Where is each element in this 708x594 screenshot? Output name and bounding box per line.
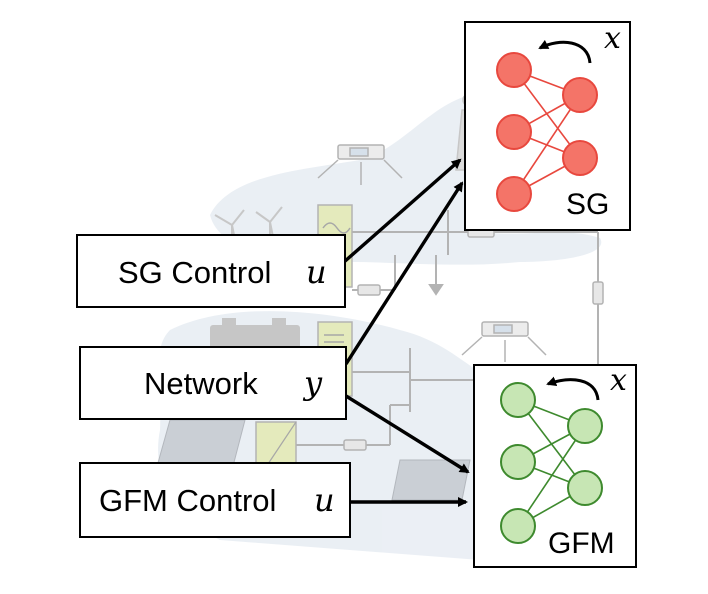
controller-icon-top bbox=[317, 144, 403, 185]
sg-model-label: SG bbox=[566, 188, 609, 221]
sg-node bbox=[496, 176, 532, 212]
gfm-recurrent-arrow bbox=[546, 376, 600, 401]
sg-recurrent-arrow bbox=[538, 39, 592, 64]
gfm-node bbox=[567, 408, 603, 444]
gfm-node bbox=[500, 444, 536, 480]
gfm-model-label: GFM bbox=[548, 527, 615, 560]
sg-node bbox=[496, 52, 532, 88]
network-symbol: y bbox=[302, 364, 323, 402]
sg-node bbox=[562, 77, 598, 113]
arrows bbox=[342, 158, 470, 507]
gfm-state-symbol: x bbox=[610, 363, 627, 398]
input-box-gfm-control: GFM Control u bbox=[79, 462, 351, 538]
gfm-node bbox=[500, 382, 536, 418]
gfm-control-label: GFM Control bbox=[99, 483, 276, 518]
gfm-node bbox=[500, 508, 536, 544]
input-box-network: Network y bbox=[79, 346, 347, 420]
network-label: Network bbox=[144, 366, 258, 401]
sg-state-symbol: x bbox=[604, 21, 621, 56]
model-box-sg: x SG bbox=[464, 21, 631, 231]
sg-control-label: SG Control bbox=[118, 255, 271, 290]
sg-control-symbol: u bbox=[306, 253, 327, 291]
gfm-network-nodes bbox=[500, 382, 603, 544]
gfm-node bbox=[567, 470, 603, 506]
sg-network-nodes bbox=[496, 52, 598, 212]
sg-node bbox=[562, 140, 598, 176]
arrow-network-to-gfm bbox=[345, 394, 470, 474]
background-blob-top bbox=[210, 95, 602, 265]
arrow-sg-control-to-sg bbox=[342, 158, 462, 264]
line-impedances bbox=[343, 226, 604, 451]
model-box-gfm: x GFM bbox=[473, 363, 637, 568]
sg-node bbox=[496, 114, 532, 150]
gfm-control-symbol: u bbox=[314, 481, 335, 519]
controller-icon-bottom bbox=[461, 321, 547, 362]
arrow-network-to-sg bbox=[344, 181, 464, 365]
input-box-sg-control: SG Control u bbox=[76, 234, 346, 308]
